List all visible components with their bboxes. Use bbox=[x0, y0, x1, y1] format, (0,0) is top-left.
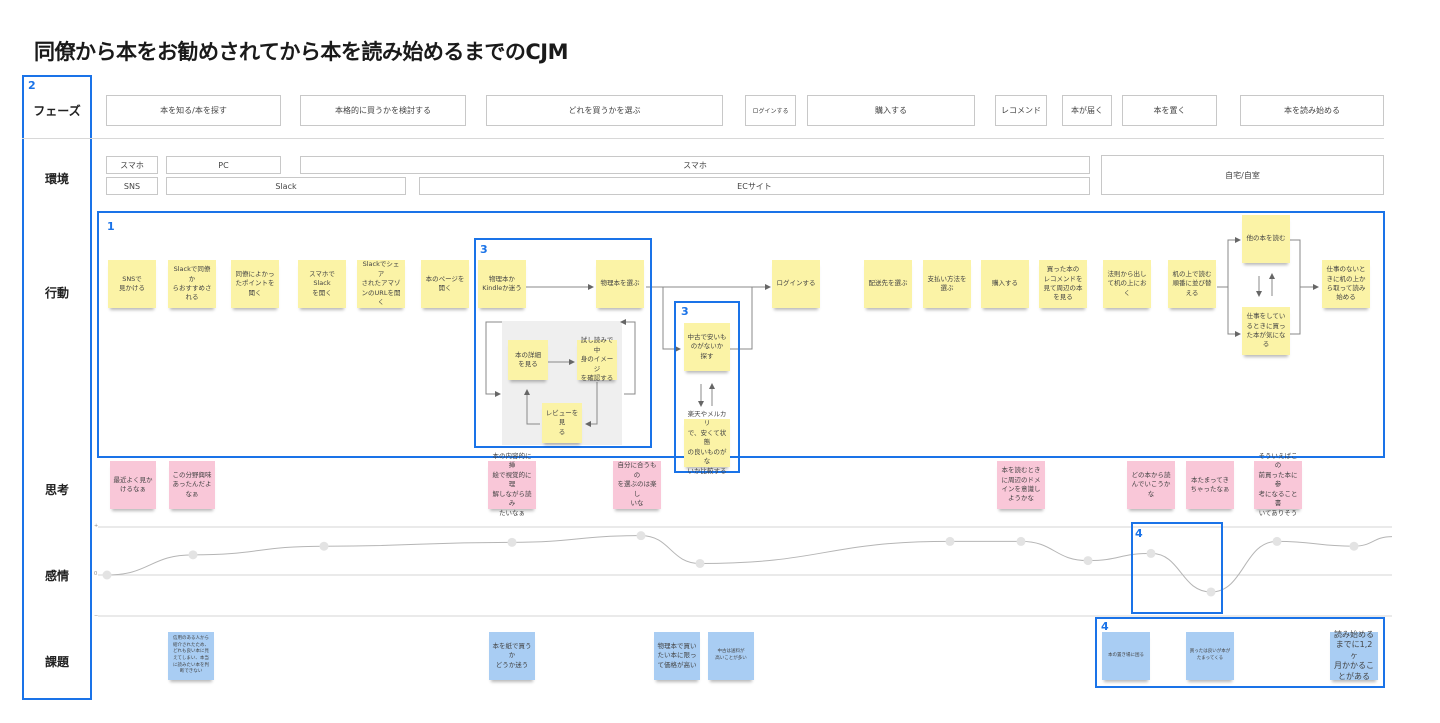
action-sticky[interactable]: 支払い方法を 選ぶ bbox=[923, 260, 971, 308]
thought-sticky[interactable]: どの本から読 んでいこうか な bbox=[1127, 461, 1175, 509]
phase-discover[interactable]: 本を知る/本を探す bbox=[106, 95, 281, 126]
issue-sticky[interactable]: 本を紙で買う か どうか迷う bbox=[489, 632, 535, 680]
row-label-action: 行動 bbox=[44, 286, 69, 300]
thought-sticky[interactable]: 本たまってき ちゃったなぁ bbox=[1186, 461, 1234, 509]
emotion-point bbox=[1083, 556, 1093, 566]
row-label-environment: 環境 bbox=[44, 172, 69, 186]
issue-sticky[interactable]: 物理本で買い たい本に限っ て価格が高い bbox=[654, 632, 700, 680]
phase-delivered[interactable]: 本が届く bbox=[1062, 95, 1112, 126]
action-sticky[interactable]: 法則から出し て机の上にお く bbox=[1103, 260, 1151, 308]
action-sticky[interactable]: ログインする bbox=[772, 260, 820, 308]
row-divider bbox=[22, 138, 1384, 139]
arrow-trial-to-review bbox=[585, 382, 598, 427]
emotion-point bbox=[1206, 587, 1216, 597]
issue-sticky[interactable]: 中古は送料が 高いことが多い bbox=[708, 632, 754, 680]
action-sticky-trial-read[interactable]: 試し読みで中 身のイメージ を確認する bbox=[577, 336, 617, 382]
action-sticky[interactable]: 机の上で読む 順番に並び替 える bbox=[1168, 260, 1216, 308]
thought-sticky[interactable]: この分野興味 あったんだよ なぁ bbox=[169, 461, 215, 509]
arrow-review-to-details bbox=[524, 389, 540, 425]
highlight-number-issues: 4 bbox=[1101, 620, 1109, 633]
emotion-point bbox=[1016, 536, 1026, 546]
emotion-point bbox=[1146, 548, 1156, 558]
issue-sticky[interactable]: 本の置き場に困る bbox=[1102, 632, 1150, 680]
highlight-number-consideration: 3 bbox=[480, 243, 488, 256]
env-device-smartphone-2: スマホ bbox=[300, 156, 1090, 174]
thought-sticky[interactable]: 最近よく見か けるなぁ bbox=[110, 461, 156, 509]
phase-purchase[interactable]: 購入する bbox=[807, 95, 975, 126]
issue-sticky[interactable]: 読み始める までに1,2ヶ 月かかるこ とがある bbox=[1330, 630, 1378, 681]
row-label-phase: フェーズ bbox=[33, 104, 81, 118]
action-sticky-choose-physical[interactable]: 物理本を選ぶ bbox=[596, 260, 644, 308]
env-service-sns: SNS bbox=[106, 177, 158, 195]
emotion-point bbox=[507, 537, 517, 547]
action-sticky[interactable]: Slackで同僚か らおすすめさ れる bbox=[168, 260, 216, 308]
highlight-number-rows: 2 bbox=[28, 79, 36, 92]
phase-recommend[interactable]: レコメンド bbox=[995, 95, 1047, 126]
env-service-slack: Slack bbox=[166, 177, 406, 195]
env-device-smartphone-1: スマホ bbox=[106, 156, 158, 174]
action-sticky-search-used[interactable]: 中古で安いも のがないか 探す bbox=[684, 323, 730, 371]
arrow-to-curious bbox=[1227, 287, 1241, 337]
env-place-home: 自宅/自室 bbox=[1101, 155, 1384, 195]
emotion-point bbox=[945, 536, 955, 546]
action-sticky-start-reading[interactable]: 仕事のないと きに机の上か ら取って読み 始める bbox=[1322, 260, 1370, 308]
emotion-point bbox=[319, 541, 329, 551]
highlight-frame-actions bbox=[97, 211, 1385, 458]
action-sticky[interactable]: 本のページを 開く bbox=[421, 260, 469, 308]
emotion-point bbox=[1349, 541, 1359, 551]
action-sticky[interactable]: SNSで 見かける bbox=[108, 260, 156, 308]
highlight-frame-consideration bbox=[474, 238, 652, 448]
action-sticky-see-details[interactable]: 本の詳細 を見る bbox=[508, 340, 548, 380]
action-sticky[interactable]: スマホでSlack を開く bbox=[298, 260, 346, 308]
action-sticky[interactable]: 同僚によかっ たポイントを 聞く bbox=[231, 260, 279, 308]
action-sticky-physical-or-kindle[interactable]: 物理本か Kindleか迷う bbox=[478, 260, 526, 308]
row-label-emotion: 感情 bbox=[44, 569, 69, 583]
phase-login[interactable]: ログインする bbox=[745, 95, 796, 126]
env-service-ec-site: ECサイト bbox=[419, 177, 1090, 195]
page-title: 同僚から本をお勧めされてから本を読み始めるまでのCJM bbox=[34, 40, 569, 64]
highlight-frame-rows bbox=[22, 75, 92, 700]
issue-sticky[interactable]: 買ったは良いが本が たまってくる bbox=[1186, 632, 1234, 680]
phase-consider[interactable]: 本格的に買うかを検討する bbox=[300, 95, 466, 126]
emotion-point bbox=[695, 558, 705, 568]
phase-place[interactable]: 本を置く bbox=[1122, 95, 1217, 126]
arrow-to-read-other bbox=[1217, 237, 1241, 288]
arrow-back-to-physical bbox=[620, 319, 636, 395]
action-sticky-see-reviews[interactable]: レビューを見 る bbox=[542, 403, 582, 443]
env-device-pc: PC bbox=[166, 156, 281, 174]
action-sticky[interactable]: 購入する bbox=[981, 260, 1029, 308]
action-sticky-read-other[interactable]: 他の本を読む bbox=[1242, 215, 1290, 263]
highlight-number-actions: 1 bbox=[107, 220, 115, 233]
emotion-point bbox=[1272, 536, 1282, 546]
arrow-used-to-login bbox=[727, 287, 753, 350]
action-sticky[interactable]: 配送先を選ぶ bbox=[864, 260, 912, 308]
emotion-point bbox=[188, 550, 198, 560]
emotion-axis-top: + bbox=[94, 523, 99, 529]
action-sticky[interactable]: Slackでシェア されたアマゾ ンのURLを開 く bbox=[357, 260, 405, 308]
action-sticky-curious-at-work[interactable]: 仕事をしてい るときに買っ た本が気にな る bbox=[1242, 307, 1290, 355]
highlight-frame-emotion-dip bbox=[1131, 522, 1223, 614]
thought-sticky[interactable]: 本の内容的に挿 絵で視覚的に理 解しながら読み たいなぁ bbox=[488, 452, 536, 517]
emotion-point bbox=[102, 570, 112, 580]
emotion-axis-mid: 0 bbox=[94, 571, 98, 577]
highlight-frame-issues bbox=[1095, 617, 1385, 688]
action-sticky[interactable]: 買った本の レコメンドを 見て周辺の本 を見る bbox=[1039, 260, 1087, 308]
phase-start-reading[interactable]: 本を読み始める bbox=[1240, 95, 1384, 126]
issue-sticky[interactable]: 信用のある人から 紹介されたため、 どれも良い本に見 えてしまい、本当 に読みた… bbox=[168, 632, 214, 680]
arrow-to-subarea bbox=[485, 321, 502, 397]
phase-choose[interactable]: どれを買うかを選ぶ bbox=[486, 95, 723, 126]
thought-sticky[interactable]: 自分に合うもの を選ぶのは楽し いな bbox=[613, 461, 661, 509]
emotion-axis-bottom: − bbox=[94, 613, 99, 619]
highlight-number-used-books: 3 bbox=[681, 305, 689, 318]
highlight-number-emotion-dip: 4 bbox=[1135, 527, 1143, 540]
thought-sticky[interactable]: 本を読むとき に周辺のドメ インを意識し ようかな bbox=[997, 461, 1045, 509]
row-label-thought: 思考 bbox=[44, 483, 69, 497]
emotion-point bbox=[636, 531, 646, 541]
row-label-issue: 課題 bbox=[44, 655, 69, 669]
highlight-frame-used-books bbox=[674, 301, 740, 473]
